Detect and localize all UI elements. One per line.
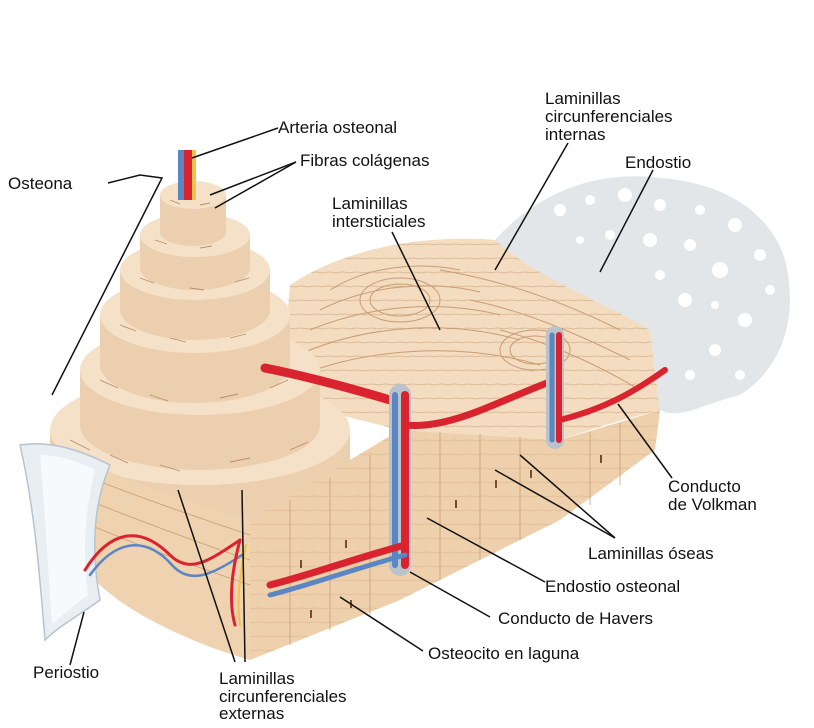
label-laminillas-circ-internas-3: internas	[545, 125, 605, 144]
label-laminillas-circ-externas-3: externas	[219, 704, 284, 723]
label-conducto-volkman-2: de Volkman	[668, 495, 757, 514]
label-endostio: Endostio	[625, 153, 691, 172]
label-laminillas-circ-externas-1: Laminillas	[219, 669, 295, 688]
label-periostio: Periostio	[33, 663, 99, 682]
label-conducto-havers: Conducto de Havers	[498, 609, 653, 628]
label-arteria-osteonal: Arteria osteonal	[278, 118, 397, 137]
label-osteona: Osteona	[8, 174, 72, 193]
label-conducto-volkman-1: Conducto	[668, 477, 741, 496]
label-endostio-osteonal: Endostio osteonal	[545, 577, 680, 596]
label-laminillas-oseas: Laminillas óseas	[588, 544, 714, 563]
label-laminillas-circ-internas-2: circunferenciales	[545, 107, 673, 126]
label-osteocito-laguna: Osteocito en laguna	[428, 644, 579, 663]
label-laminillas-circ-internas-1: Laminillas	[545, 89, 621, 108]
label-fibras-colagenas: Fibras colágenas	[300, 151, 429, 170]
label-laminillas-intersticiales-2: intersticiales	[332, 212, 426, 231]
label-laminillas-intersticiales-1: Laminillas	[332, 194, 408, 213]
